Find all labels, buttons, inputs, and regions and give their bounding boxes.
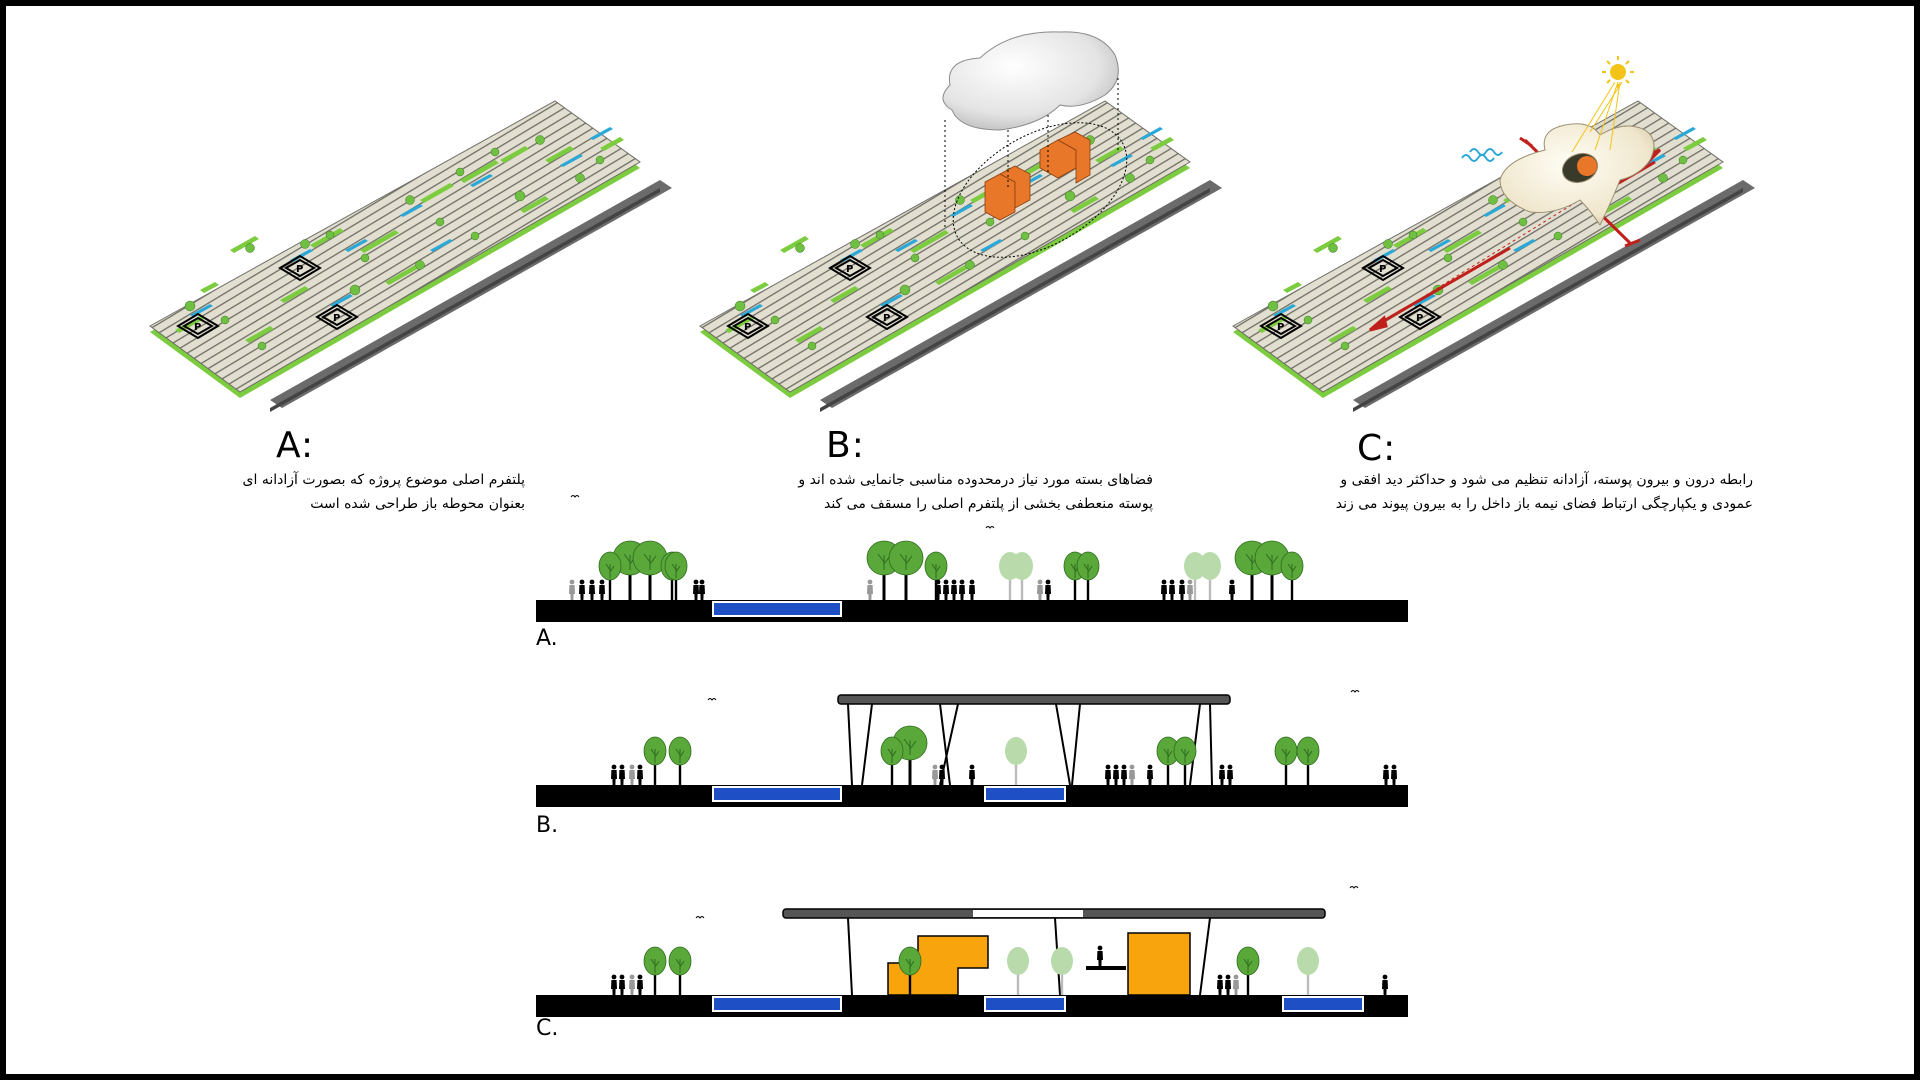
section-a <box>536 495 1408 622</box>
panel-b-caption-line-1: فضاهای بسته مورد نیاز درمحدوده مناسبی جا… <box>798 472 1153 488</box>
sun-icon <box>1602 56 1634 88</box>
panel-c-letter: C: <box>1357 428 1397 469</box>
panel-a-caption-line-2: بعنوان محوطه باز طراحی شده است <box>310 496 525 512</box>
wind-icon <box>1461 148 1503 162</box>
section-b <box>536 690 1408 807</box>
enclosed-volume-2 <box>1039 131 1091 184</box>
section-c <box>536 886 1408 1017</box>
panel-b-caption-line-2: پوسته منعطفی بخشی از پلتفرم اصلی را مسقف… <box>823 496 1153 512</box>
panel-a-letter: A: <box>276 425 315 466</box>
enclosed-box-2 <box>1127 932 1191 996</box>
panel-b-caption: فضاهای بسته مورد نیاز درمحدوده مناسبی جا… <box>798 468 1153 516</box>
panel-a-caption-line-1: پلتفرم اصلی موضوع پروژه که بصورت آزادانه… <box>242 472 525 488</box>
panel-c-caption: رابطه درون و بیرون پوسته، آزادانه تنظیم … <box>1336 468 1753 516</box>
panel-c-caption-line-2: عمودی و یکپارچگی ارتباط فضای نیمه باز دا… <box>1335 496 1753 512</box>
section-b-label: B. <box>536 813 559 838</box>
platform-diagram-c <box>1232 56 1756 413</box>
platform-diagram-b <box>699 31 1223 413</box>
panel-a-caption: پلتفرم اصلی موضوع پروژه که بصورت آزادانه… <box>243 468 525 516</box>
platform-diagram-a <box>149 100 673 413</box>
panel-b-letter: B: <box>826 425 865 466</box>
section-a-label: A. <box>536 626 558 651</box>
roof-cloud <box>942 31 1119 131</box>
panel-c-caption-line-1: رابطه درون و بیرون پوسته، آزادانه تنظیم … <box>1340 472 1753 488</box>
section-c-label: C. <box>536 1016 559 1041</box>
enclosed-box-1 <box>887 935 989 996</box>
